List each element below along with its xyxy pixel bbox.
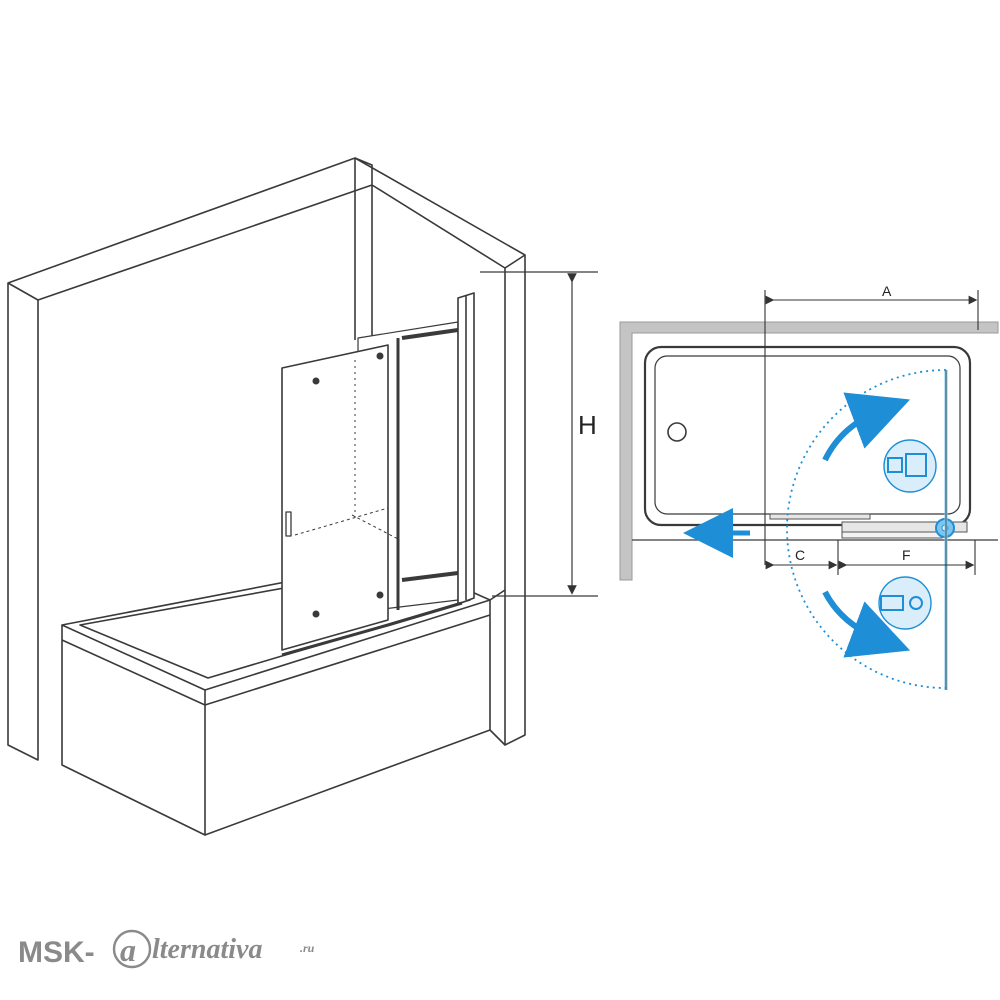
gap-label: C — [795, 547, 805, 563]
plan-wall — [619, 321, 999, 581]
curved-arrow-icon — [822, 392, 911, 462]
curved-arrow-icon — [822, 590, 911, 658]
wall-profile — [457, 292, 475, 605]
width-dimension — [764, 290, 979, 565]
svg-text:lternativa: lternativa — [152, 934, 262, 965]
panel-label: F — [902, 547, 911, 563]
svg-text:.ru: .ru — [300, 941, 315, 955]
gap-dimension — [765, 540, 839, 575]
panel-dimension — [838, 540, 976, 575]
plan-hinge — [935, 370, 955, 690]
drain-icon — [667, 422, 687, 442]
hinge-icon — [883, 439, 937, 493]
hinge-icon — [878, 576, 932, 630]
svg-text:MSK-: MSK- — [18, 936, 95, 969]
height-dimension — [480, 271, 598, 597]
svg-text:a: a — [120, 932, 136, 968]
plan-view: A C F — [619, 283, 999, 690]
plan-bathtub — [632, 345, 998, 541]
watermark: MSK- a lternativa .ru — [18, 929, 315, 969]
height-label: H — [578, 410, 597, 440]
door-panel — [281, 344, 463, 657]
width-label: A — [882, 283, 892, 299]
isometric-view — [7, 157, 598, 836]
